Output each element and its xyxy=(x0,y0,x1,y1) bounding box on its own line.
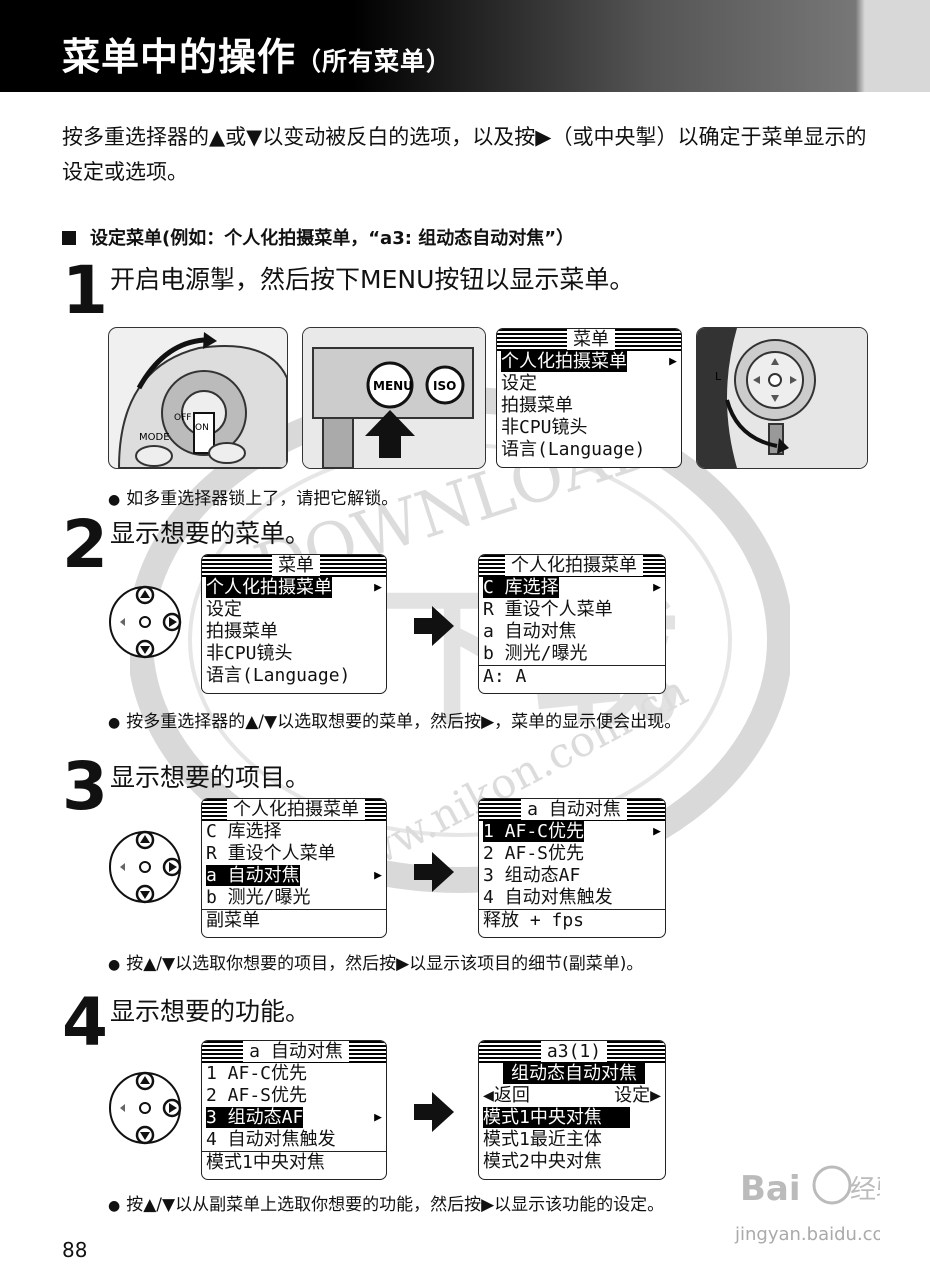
big-right-arrow-icon xyxy=(414,606,454,646)
step-1-number: 1 xyxy=(62,252,108,329)
iso-button-label: ISO xyxy=(433,379,456,393)
intro-text: 按多重选择器的▲或▼以变动被反白的选项，以及按▶（或中央掣）以确定于菜单显示的设… xyxy=(62,125,867,184)
right-arrow-icon: ▶ xyxy=(653,580,661,595)
right-arrow-icon: ▶ xyxy=(374,868,382,883)
lcd-custom-menu-2: 个人化拍摄菜单 C 库选择▶ R 重设个人菜单 a 自动对焦 b 测光/曝光 A… xyxy=(478,554,666,694)
right-arrow-icon: ▶ xyxy=(653,824,661,839)
step-1-note: ●如多重选择器锁上了，请把它解锁。 xyxy=(108,489,399,509)
bullet-icon: ● xyxy=(108,1198,121,1214)
baidu-url: jingyan.baidu.com xyxy=(734,1224,880,1245)
step-1-title: 开启电源掣，然后按下MENU按钮以显示菜单。 xyxy=(110,265,635,294)
lcd-custom-menu-3: 个人化拍摄菜单 C 库选择 R 重设个人菜单 a 自动对焦▶ b 测光/曝光 副… xyxy=(201,798,387,938)
bullet-icon: ● xyxy=(108,492,121,508)
on-label: ON xyxy=(195,423,209,433)
step-4-number: 4 xyxy=(62,984,108,1061)
multi-selector-dial-icon xyxy=(109,585,182,659)
page-subtitle: （所有菜单） xyxy=(296,47,453,76)
svg-text:Bai: Bai xyxy=(740,1169,801,1209)
bullet-icon: ● xyxy=(108,957,121,973)
multi-selector-lock-photo: L xyxy=(696,327,868,469)
big-right-arrow-icon xyxy=(414,1092,454,1132)
camera-menu-button-photo: MENU ISO xyxy=(302,327,486,469)
multi-selector-dial-icon xyxy=(109,1071,182,1145)
page-title: 菜单中的操作（所有菜单） xyxy=(62,35,453,79)
lcd-a3-menu-4: a3(1) 组动态自动对焦 ◀返回设定▶ 模式1中央对焦 模式1最近主体 模式2… xyxy=(478,1040,666,1180)
lcd-main-menu-2: 菜单 个人化拍摄菜单▶ 设定 拍摄菜单 非CPU镜头 语言(Language) xyxy=(201,554,387,694)
step-3-title: 显示想要的项目。 xyxy=(110,763,311,792)
lock-l-label: L xyxy=(715,370,722,383)
bullet-icon: ● xyxy=(108,715,121,731)
right-arrow-icon: ▶ xyxy=(669,354,677,369)
step-3-note: ●按▲/▼以选取你想要的项目，然后按▶以显示该项目的细节(副菜单)。 xyxy=(108,954,644,974)
step-2-note: ●按多重选择器的▲/▼以选取想要的菜单，然后按▶，菜单的显示便会出现。 xyxy=(108,712,682,732)
multi-selector-dial-icon xyxy=(109,830,182,904)
page-number: 88 xyxy=(62,1238,88,1262)
baidu-logo: Bai 经验 jingyan.baidu.com xyxy=(734,1165,880,1245)
step-4-note: ●按▲/▼以从副菜单上选取你想要的功能，然后按▶以显示该功能的设定。 xyxy=(108,1195,665,1215)
lcd-af-menu-4: a 自动对焦 1 AF-C优先 2 AF-S优先 3 组动态AF▶ 4 自动对焦… xyxy=(201,1040,387,1180)
mode-label: MODE xyxy=(139,432,170,443)
step-4-title: 显示想要的功能。 xyxy=(110,997,311,1026)
off-label: OFF xyxy=(174,413,191,423)
page-header: 菜单中的操作（所有菜单） xyxy=(0,0,930,92)
section-heading: 设定菜单(例如：个人化拍摄菜单，“a3: 组动态自动对焦”） xyxy=(62,224,574,250)
right-arrow-icon: ▶ xyxy=(374,580,382,595)
menu-button-label: MENU xyxy=(373,379,413,393)
step-2-title: 显示想要的菜单。 xyxy=(110,519,311,548)
step-3-number: 3 xyxy=(62,748,108,825)
big-right-arrow-icon xyxy=(414,852,454,892)
step-2-number: 2 xyxy=(62,506,108,583)
right-arrow-icon: ▶ xyxy=(374,1110,382,1125)
lcd-main-menu-1: 菜单 个人化拍摄菜单▶ 设定 拍摄菜单 非CPU镜头 语言(Language) xyxy=(496,328,682,468)
svg-text:经验: 经验 xyxy=(850,1175,880,1205)
lcd-af-menu-3: a 自动对焦 1 AF-C优先▶ 2 AF-S优先 3 组动态AF 4 自动对焦… xyxy=(478,798,666,938)
camera-power-switch-photo: MODE OFF ON xyxy=(108,327,288,469)
square-bullet-icon xyxy=(62,231,76,245)
